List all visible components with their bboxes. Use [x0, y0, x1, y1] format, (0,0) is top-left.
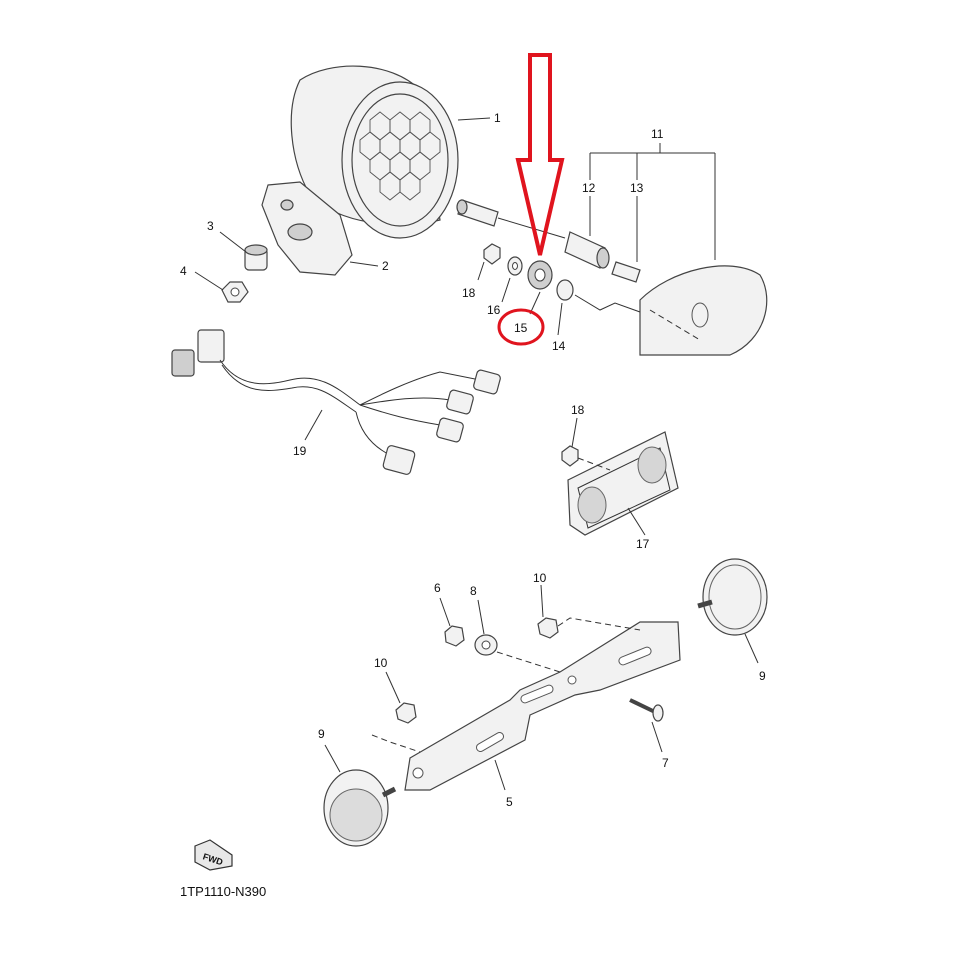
callout-4: 4 — [180, 264, 187, 278]
callout-10-top: 10 — [533, 571, 547, 585]
callout-13: 13 — [630, 181, 644, 195]
nut-4: 4 — [180, 264, 249, 303]
collar-3: 3 — [207, 219, 268, 271]
callout-14: 14 — [552, 339, 566, 353]
wire-harness: 19 — [171, 329, 501, 475]
callout-18-top: 18 — [462, 286, 476, 300]
connector-plugs — [382, 369, 501, 475]
license-bracket-5: 5 — [404, 621, 681, 809]
dash-10-top — [557, 617, 641, 631]
nut-10-left: 10 — [374, 656, 417, 724]
bolt-7: 7 — [629, 698, 669, 770]
turn-signal-group: 11 12 13 18 16 15 — [456, 127, 768, 356]
nut-6: 6 — [434, 581, 465, 647]
dash-8 — [496, 651, 561, 673]
callout-19: 19 — [293, 444, 307, 458]
callout-16: 16 — [487, 303, 501, 317]
callout-11: 11 — [651, 127, 664, 141]
callout-2: 2 — [382, 259, 389, 273]
reflector-17: 17 18 — [561, 403, 679, 551]
callout-7: 7 — [662, 756, 669, 770]
fwd-arrow: FWD — [194, 839, 233, 871]
callout-6: 6 — [434, 581, 441, 595]
callout-15: 15 — [514, 321, 528, 335]
reflex-reflector-right: 9 — [697, 558, 768, 683]
headlight-bracket: 2 — [261, 181, 389, 276]
callout-10-left: 10 — [374, 656, 388, 670]
reflex-reflector-left: 9 — [318, 727, 397, 847]
callout-12: 12 — [582, 181, 596, 195]
dash-10-left — [371, 734, 421, 753]
callout-5: 5 — [506, 795, 513, 809]
highlight-arrow — [515, 53, 565, 256]
callout-8: 8 — [470, 584, 477, 598]
diagram-code: 1TP1110-N390 — [180, 884, 266, 899]
callout-9-right: 9 — [759, 669, 766, 683]
callout-17: 17 — [636, 537, 650, 551]
nut-10-top: 10 — [533, 571, 559, 639]
headlight-assembly: 1 — [290, 65, 501, 239]
washer-8: 8 — [470, 584, 498, 656]
callout-1: 1 — [494, 111, 501, 125]
callout-18-mid: 18 — [571, 403, 585, 417]
highlight-circle — [497, 308, 545, 346]
callout-9-left: 9 — [318, 727, 325, 741]
callout-3: 3 — [207, 219, 214, 233]
